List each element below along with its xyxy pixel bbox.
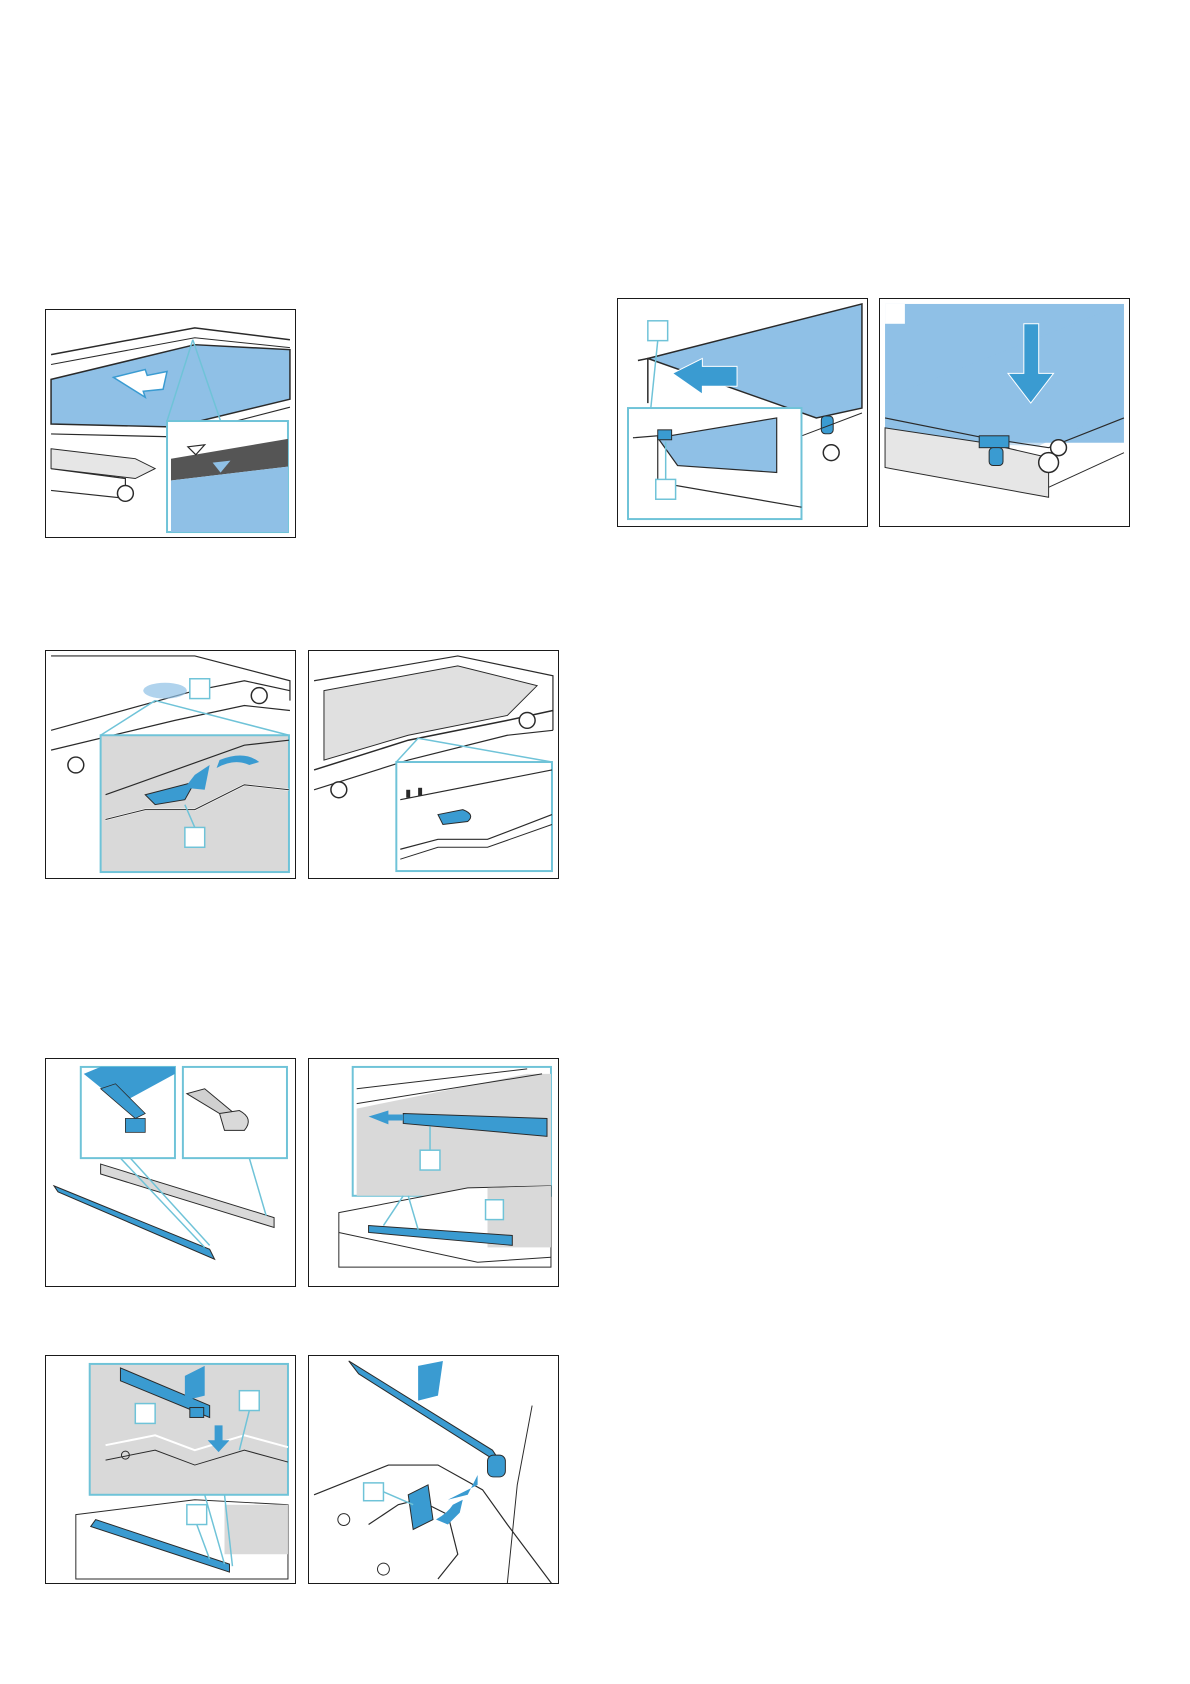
illustration-cover-strip-slide — [308, 1058, 559, 1287]
illustration-hinge-clip — [308, 1355, 559, 1584]
cover-strips-drawing — [46, 1059, 295, 1286]
cover-strip-slide-drawing — [309, 1059, 558, 1286]
illustration-cover-strips — [45, 1058, 296, 1287]
illustration-glass-pane-marker — [45, 309, 296, 538]
cover-strip-press-drawing — [46, 1356, 295, 1583]
illustration-clip-seated — [308, 650, 559, 879]
illustration-glass-pane-slide — [617, 298, 868, 527]
illustration-clip-push — [45, 650, 296, 879]
clip-seated-drawing — [309, 651, 558, 878]
illustration-glass-pane-press — [879, 298, 1130, 527]
illustration-cover-strip-press — [45, 1355, 296, 1584]
clip-push-drawing — [46, 651, 295, 878]
glass-pane-marker-drawing — [46, 310, 295, 537]
hinge-clip-drawing — [309, 1356, 558, 1583]
glass-pane-slide-drawing — [618, 299, 867, 526]
glass-pane-press-drawing — [880, 299, 1129, 526]
